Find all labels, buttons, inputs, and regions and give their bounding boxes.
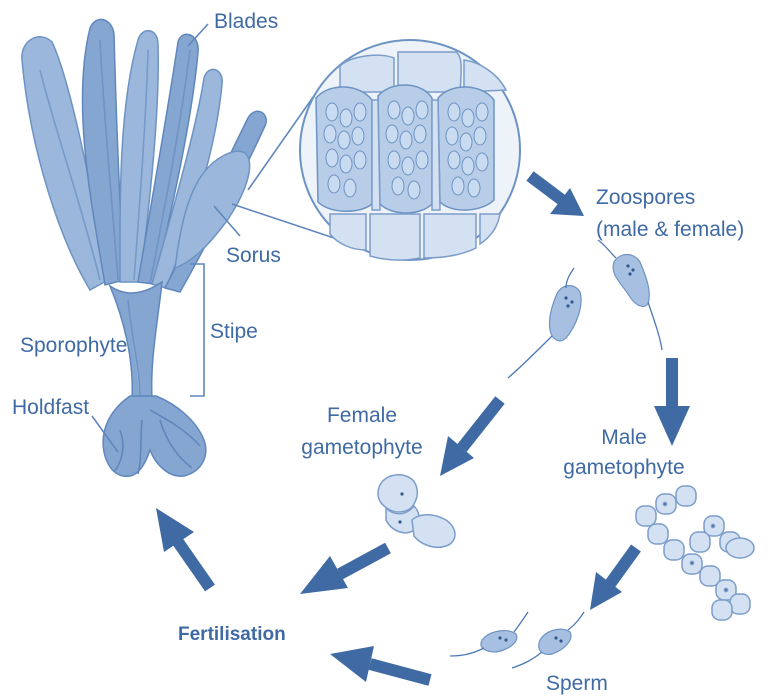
label-sporophyte: Sporophyte [20,334,127,357]
arrow-fertilisation-to-sporophyte [156,508,210,588]
label-blades: Blades [214,10,278,33]
label-male-gametophyte-line1: Male [601,426,647,449]
label-zoospores-line2: (male & female) [596,218,744,241]
sorus-magnification [232,40,520,260]
label-stipe: Stipe [210,320,258,343]
zoospores-illustration [508,240,662,378]
label-fertilisation: Fertilisation [178,624,286,645]
label-sperm: Sperm [546,672,608,695]
arrow-sorus-to-zoospores [530,176,584,216]
arrow-sperm-to-fertilisation [330,646,430,682]
holdfast-illustration [103,396,206,476]
label-holdfast: Holdfast [12,396,89,419]
arrow-female-to-fertilisation [300,548,388,594]
label-zoospores-line1: Zoospores [596,186,695,209]
stipe-bracket [190,264,204,396]
sperm-illustration [450,612,584,668]
male-gametophyte-illustration [636,486,754,620]
arrow-zoospores-to-female [440,400,500,476]
label-female-gametophyte-line2: gametophyte [301,436,422,459]
label-female-gametophyte-line1: Female [327,404,397,427]
label-male-gametophyte-line2: gametophyte [563,456,684,479]
arrow-zoospores-to-male [654,358,690,446]
female-gametophyte-illustration [378,475,455,547]
label-sorus: Sorus [226,244,281,267]
arrow-male-to-sperm [590,548,636,610]
